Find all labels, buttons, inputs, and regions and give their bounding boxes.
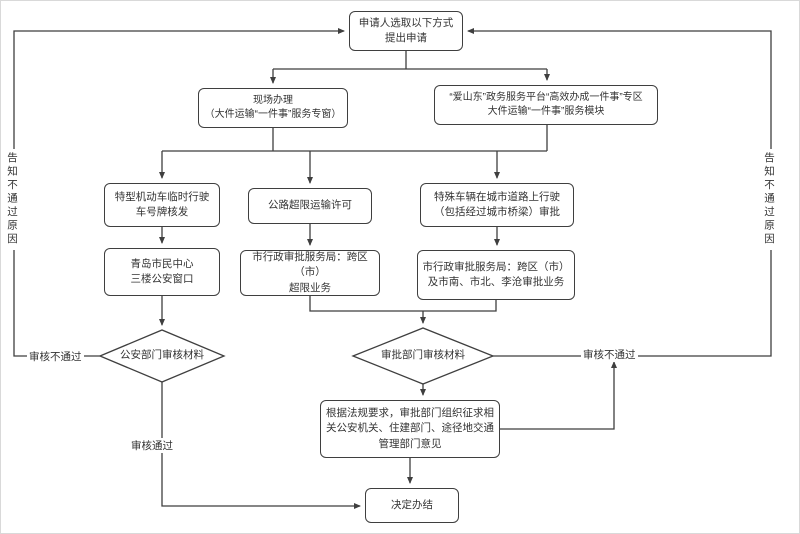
node-aishandong-platform-label: “爱山东”政务服务平台“高效办成一件事”专区 大件运输“一件事”服务模块 [449,91,643,118]
edge-label-review-pass: 审核通过 [129,438,175,453]
node-highway-permit: 公路超限运输许可 [248,188,372,224]
node-bureau-approval-label: 市行政审批服务局：跨区（市） 及市南、市北、李沧审批业务 [422,260,570,288]
approval-review-label: 审批部门审核材料 [381,349,465,361]
node-special-vehicle: 特殊车辆在城市道路上行驶 （包括经过城市桥梁）审批 [420,183,574,227]
node-citizen-center: 青岛市民中心 三楼公安窗口 [104,248,220,296]
node-complete: 决定办结 [365,488,459,523]
node-apply-method: 申请人选取以下方式 提出申请 [349,11,463,51]
police-review-diamond [98,329,226,383]
edge-label-notify-right: 告知不通过原因 [762,149,777,250]
node-citizen-center-label: 青岛市民中心 三楼公安窗口 [130,257,194,285]
edge-consult-to-fail-line [500,361,617,430]
node-consult-label: 根据法规要求，审批部门组织征求相关公安机关、住建部门、途径地交通管理部门意见 [326,407,494,450]
node-apply-method-label: 申请人选取以下方式 提出申请 [358,16,454,44]
node-special-plate: 特型机动车临时行驶 车号牌核发 [104,183,220,227]
approval-review-diamond [351,327,495,385]
edge-label-review-fail-right: 审核不通过 [581,347,638,362]
edge-top-split [273,51,547,70]
node-bureau-overlimit-label: 市行政审批服务局：跨区（市） 超限业务 [252,251,368,294]
node-special-plate-label: 特型机动车临时行驶 车号牌核发 [114,190,210,218]
edge-label-review-fail-left: 审核不通过 [27,349,84,364]
police-review-label: 公安部门审核材料 [120,349,204,361]
edge-bureau-merge [309,296,497,312]
node-onsite-label: 现场办理 （大件运输“一件事”服务专窗） [204,94,342,121]
node-aishandong-platform: “爱山东”政务服务平台“高效办成一件事”专区 大件运输“一件事”服务模块 [434,85,658,125]
node-complete-label: 决定办结 [391,498,433,511]
edge-review-pass [161,382,361,509]
node-bureau-approval: 市行政审批服务局：跨区（市） 及市南、市北、李沧审批业务 [417,250,575,300]
node-consult: 根据法规要求，审批部门组织征求相关公安机关、住建部门、途径地交通管理部门意见 [320,400,500,458]
connector-lines [13,28,772,509]
node-highway-permit-label: 公路超限运输许可 [268,199,352,212]
node-onsite: 现场办理 （大件运输“一件事”服务专窗） [198,88,348,128]
edge-label-notify-left: 告知不通过原因 [5,149,20,250]
node-special-vehicle-label: 特殊车辆在城市道路上行驶 （包括经过城市桥梁）审批 [434,190,560,218]
node-bureau-overlimit: 市行政审批服务局：跨区（市） 超限业务 [240,250,380,296]
edge-channel-merge [162,125,548,152]
